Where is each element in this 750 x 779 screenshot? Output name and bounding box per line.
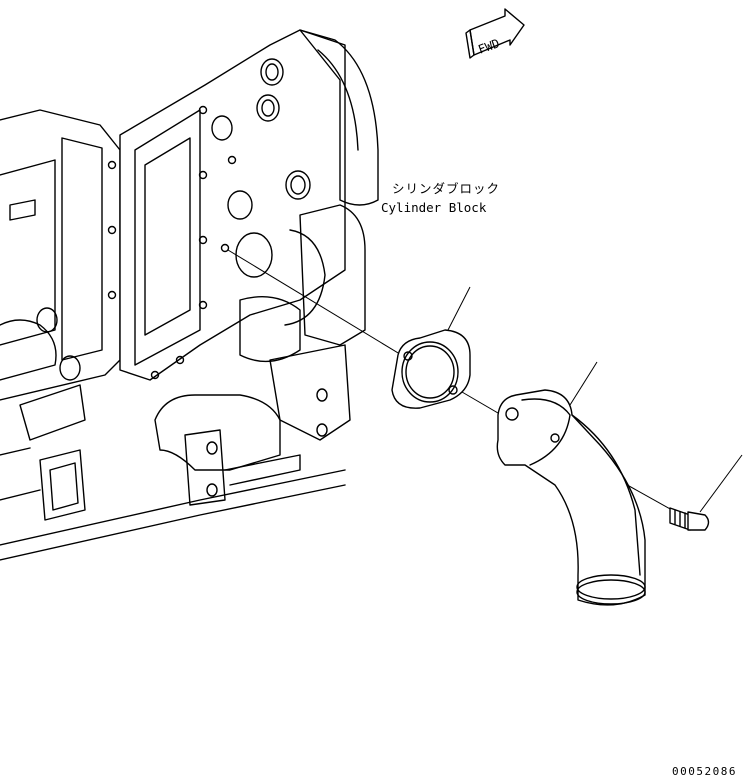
elbow-pipe	[496, 361, 646, 606]
callout-cylinder-block-en: Cylinder Block	[381, 200, 487, 215]
forward-direction-arrow: FWD	[465, 8, 525, 59]
gasket	[391, 286, 471, 409]
bolt	[669, 454, 743, 531]
elbow-leader-line	[569, 361, 598, 406]
callout-cylinder-block-jp: シリンダブロック	[392, 181, 500, 196]
fwd-label: FWD	[476, 36, 501, 57]
gasket-leader-line	[447, 286, 471, 331]
cylinder-block	[0, 29, 379, 561]
cylinder-block-callout: シリンダブロック Cylinder Block	[381, 181, 500, 215]
bolt-leader-line	[699, 454, 743, 513]
drawing-number: 00052086	[672, 765, 737, 778]
